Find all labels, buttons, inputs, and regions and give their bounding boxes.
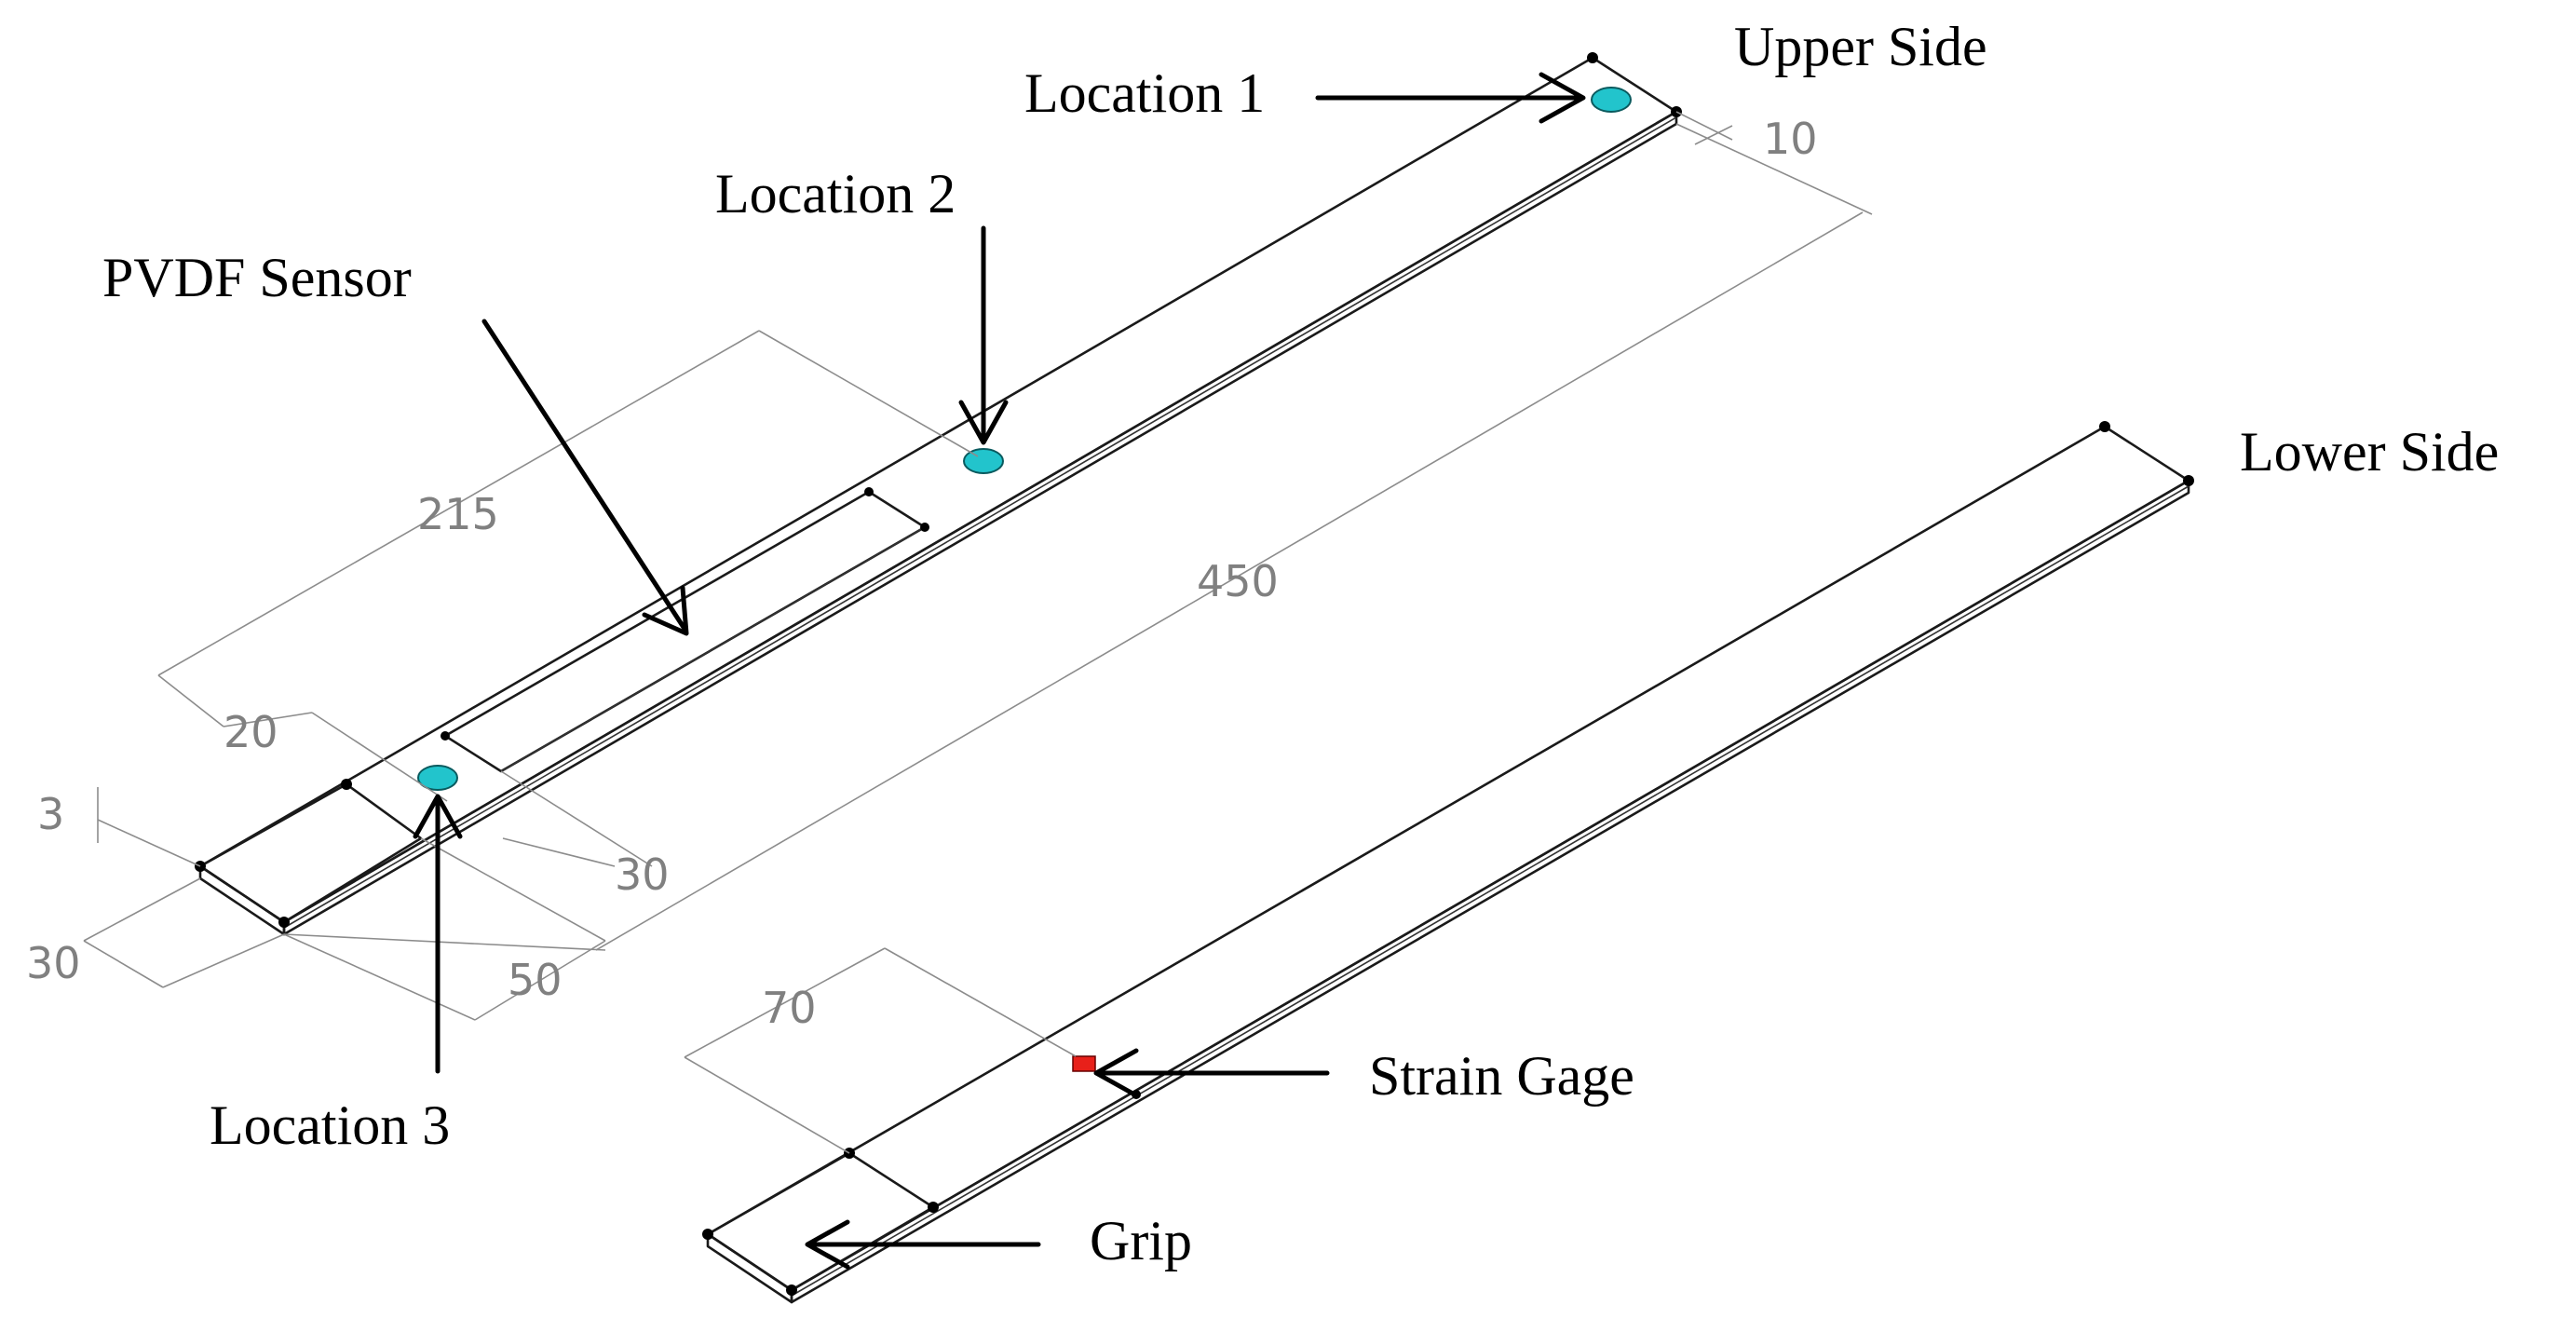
lower-top-face (706, 425, 2190, 1292)
dim-gage-distance-70: 70 (762, 983, 817, 1033)
location-1-marker (1591, 87, 1632, 113)
dim-sensor-length-215: 215 (417, 489, 499, 539)
location-2-marker (963, 448, 1004, 474)
location-1-label: Location 1 (1024, 62, 1265, 124)
upper-side-label: Upper Side (1734, 16, 1987, 77)
strain-gage-marker (1072, 1055, 1096, 1072)
dim-sensor-offset-20: 20 (224, 707, 278, 757)
location-3-label: Location 3 (210, 1094, 450, 1156)
location-2-label: Location 2 (715, 163, 956, 224)
upper-dimension-lines (83, 111, 1873, 1021)
pvdf-sensor-label: PVDF Sensor (102, 247, 412, 308)
pointer-arrows (413, 72, 1586, 1270)
dim-width-10: 10 (1763, 114, 1818, 164)
lower-side-label: Lower Side (2240, 421, 2499, 483)
grip-label: Grip (1090, 1210, 1192, 1271)
dim-length-450: 450 (1197, 556, 1279, 606)
dim-sensor-width-30: 30 (615, 849, 670, 900)
dim-thickness-3: 3 (37, 789, 64, 839)
strain-gage-label: Strain Gage (1369, 1045, 1634, 1107)
location-3-marker (417, 765, 458, 791)
dim-grip-length-50: 50 (508, 955, 563, 1005)
lower-specimen (702, 421, 2194, 1304)
lower-dimension-lines (684, 947, 1077, 1154)
dim-grip-width-30: 30 (26, 938, 81, 988)
